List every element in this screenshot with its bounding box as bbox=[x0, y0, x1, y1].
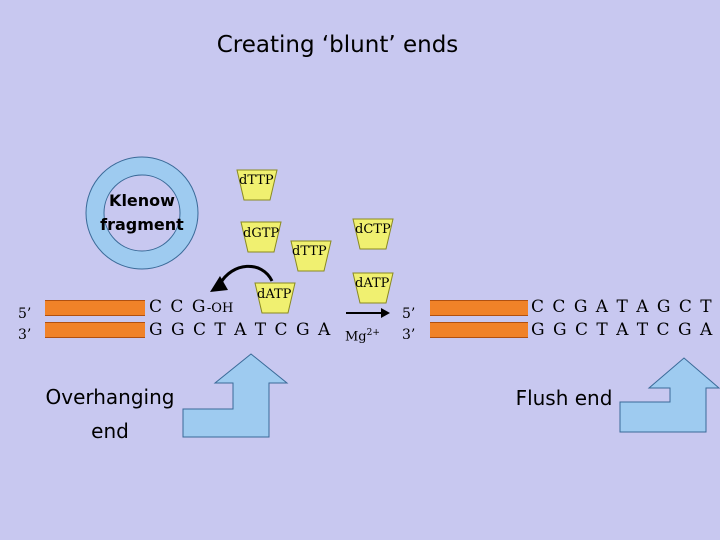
right-3prime-label: 3’ bbox=[402, 327, 416, 343]
klenow-ring-hole bbox=[103, 174, 181, 252]
nucleotide-shape-datp-right bbox=[352, 272, 394, 304]
magnesium-symbol: Mg bbox=[345, 329, 367, 345]
left-3prime-label: 3’ bbox=[18, 327, 32, 343]
left-bottom-strand bbox=[45, 322, 145, 338]
incorporation-arrow bbox=[218, 264, 274, 285]
nucleotide-shape-dttp-top bbox=[236, 169, 278, 201]
klenow-label: Klenow fragment bbox=[92, 189, 192, 237]
nucleotide-label-dctp: dCTP bbox=[355, 222, 391, 237]
nucleotide-label-dgtp: dGTP bbox=[243, 226, 280, 241]
hydroxyl-label: -OH bbox=[206, 301, 234, 316]
overhanging-caption-line1: Overhanging bbox=[45, 385, 175, 409]
left-bottom-sequence: G G C T A T C G A bbox=[149, 320, 332, 340]
incorporation-arrowhead bbox=[210, 276, 228, 292]
nucleotide-shape-dctp bbox=[352, 218, 394, 250]
nucleotide-shape-datp-left bbox=[254, 282, 296, 314]
right-bottom-sequence: G G C T A T C G A bbox=[531, 320, 714, 340]
overhanging-caption-line2: end bbox=[91, 419, 129, 443]
klenow-label-line2: fragment bbox=[100, 215, 184, 234]
diagram-title: Creating ‘blunt’ ends bbox=[216, 32, 459, 58]
reaction-arrowhead bbox=[381, 308, 390, 318]
nucleotide-shape-dttp-mid bbox=[290, 240, 332, 272]
right-top-sequence: C C G A T A G C T bbox=[531, 297, 714, 317]
nucleotide-label-datp-right: dATP bbox=[355, 276, 390, 291]
klenow-label-line1: Klenow bbox=[109, 191, 175, 210]
left-top-bases: C C G bbox=[149, 297, 207, 317]
right-top-strand bbox=[430, 300, 528, 316]
overhanging-end-caption: Overhanging end bbox=[30, 380, 190, 448]
nucleotide-label-datp-left: dATP bbox=[257, 287, 292, 302]
nucleotide-shape-dgtp bbox=[240, 221, 282, 253]
magnesium-label: Mg2+ bbox=[345, 328, 380, 344]
bent-arrow-right bbox=[619, 357, 720, 433]
left-5prime-label: 5’ bbox=[18, 306, 32, 322]
right-5prime-label: 5’ bbox=[402, 306, 416, 322]
left-top-sequence: C C G-OH bbox=[149, 297, 233, 317]
nucleotide-label-dttp-mid: dTTP bbox=[292, 244, 327, 259]
left-top-strand bbox=[45, 300, 145, 316]
bent-arrow-left bbox=[182, 353, 289, 438]
nucleotide-label-dttp-top: dTTP bbox=[239, 173, 274, 188]
magnesium-charge: 2+ bbox=[366, 328, 380, 338]
right-bottom-strand bbox=[430, 322, 528, 338]
flush-end-caption: Flush end bbox=[515, 386, 613, 410]
